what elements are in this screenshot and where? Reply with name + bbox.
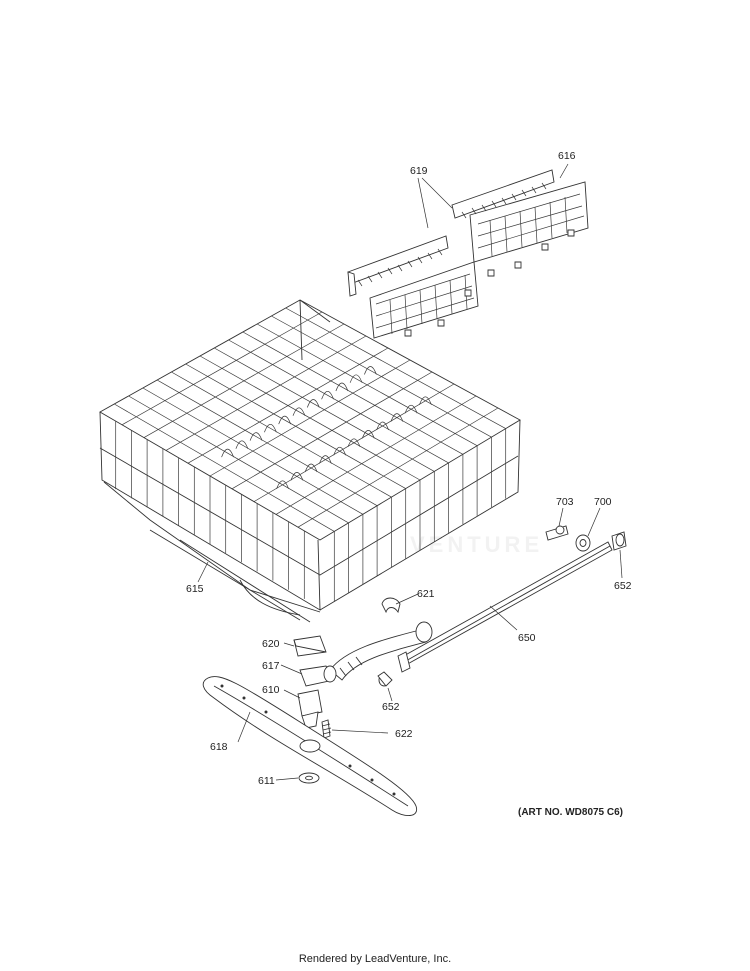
- callout-620: 620: [262, 638, 280, 650]
- callout-700: 700: [594, 496, 612, 508]
- callout-610: 610: [262, 684, 280, 696]
- cover-620[interactable]: [293, 635, 327, 657]
- spray-arm-618[interactable]: [202, 676, 418, 816]
- callout-703: 703: [556, 496, 574, 508]
- bearing-610[interactable]: [297, 689, 323, 729]
- tine-row-619-rear[interactable]: [451, 169, 555, 219]
- leader-lines: [197, 163, 623, 781]
- callout-615: 615: [186, 583, 204, 595]
- cap-652-right[interactable]: [611, 531, 627, 551]
- watermark-text: VENTURE: [410, 532, 543, 557]
- callout-650: 650: [518, 632, 536, 644]
- footer-credit: Rendered by LeadVenture, Inc.: [298, 953, 452, 965]
- callout-619: 619: [410, 165, 428, 177]
- washer-611[interactable]: [298, 772, 320, 784]
- clip-703[interactable]: [545, 525, 569, 541]
- callout-652-right: 652: [614, 580, 632, 592]
- tine-row-619-front[interactable]: [347, 235, 449, 297]
- upper-rack-615[interactable]: [99, 299, 521, 623]
- callout-611: 611: [258, 775, 275, 787]
- callout-652-lower: 652: [382, 701, 400, 713]
- callout-622: 622: [395, 728, 413, 740]
- elbow-617[interactable]: [299, 665, 337, 687]
- callout-617: 617: [262, 660, 280, 672]
- tine-row-assembly-616[interactable]: [369, 181, 589, 339]
- art-number: (ART NO. WD8075 C6): [518, 807, 623, 818]
- screw-622[interactable]: [321, 719, 332, 739]
- callout-labels: 616 619 615 703 700 652 621 650 620 617 …: [186, 150, 632, 818]
- callout-616: 616: [558, 150, 576, 162]
- callout-621: 621: [417, 588, 435, 600]
- clamp-621[interactable]: [381, 597, 401, 614]
- feed-tube-650[interactable]: [397, 541, 613, 673]
- callout-618: 618: [210, 741, 228, 753]
- conduit-manifold[interactable]: [329, 621, 433, 681]
- cap-652-lower[interactable]: [377, 671, 393, 687]
- nozzle-700[interactable]: [575, 534, 591, 552]
